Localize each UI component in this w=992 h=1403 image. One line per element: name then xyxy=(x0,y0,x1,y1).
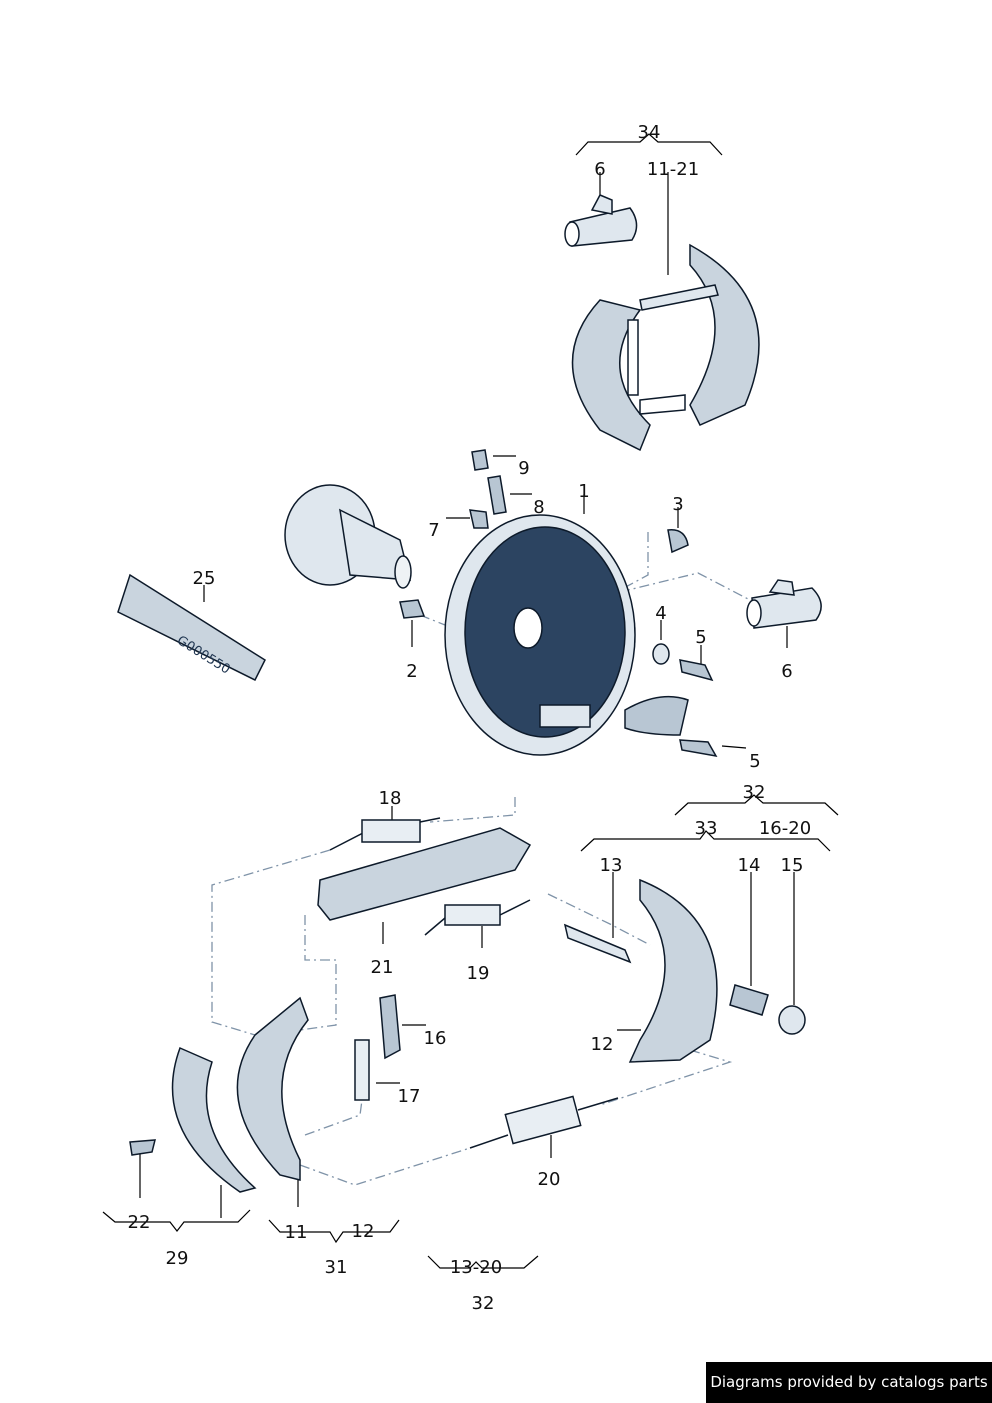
callout-7: 7 xyxy=(428,520,440,541)
bracket-lines xyxy=(102,133,839,1269)
callout-5: 5 xyxy=(695,627,707,648)
callout-2: 2 xyxy=(406,661,418,682)
callout-16: 16 xyxy=(423,1028,447,1049)
callout-17: 17 xyxy=(397,1086,421,1107)
callout-13: 13 xyxy=(599,855,623,876)
callout-4: 4 xyxy=(655,603,667,624)
callout-11-21: 11-21 xyxy=(646,159,700,180)
callout-32: 32 xyxy=(742,782,766,803)
callout-6b: 6 xyxy=(781,661,793,682)
callout-3: 3 xyxy=(672,494,684,515)
callout-22: 22 xyxy=(127,1212,151,1233)
parts xyxy=(117,194,822,1193)
callout-11: 11 xyxy=(284,1222,308,1243)
callout-33: 33 xyxy=(694,818,718,839)
callout-12b: 12 xyxy=(351,1221,375,1242)
callout-6: 6 xyxy=(594,159,606,180)
callout-19: 19 xyxy=(466,963,490,984)
callout-14: 14 xyxy=(737,855,761,876)
callout-32b: 32 xyxy=(471,1293,495,1314)
callout-8: 8 xyxy=(533,497,545,518)
callout-15: 15 xyxy=(780,855,804,876)
callout-25: 25 xyxy=(192,568,216,589)
callout-18: 18 xyxy=(378,788,402,809)
callout-31: 31 xyxy=(324,1257,348,1278)
callout-20: 20 xyxy=(537,1169,561,1190)
callout-5b: 5 xyxy=(749,751,761,772)
callout-13-20: 13-20 xyxy=(449,1257,503,1278)
assembly-dashed-lines xyxy=(211,532,751,1186)
callout-12: 12 xyxy=(590,1034,614,1055)
callout-29: 29 xyxy=(165,1248,189,1269)
callout-9: 9 xyxy=(518,458,530,479)
credit-banner: Diagrams provided by catalogs parts xyxy=(706,1362,992,1403)
callout-21: 21 xyxy=(370,957,394,978)
callout-16-20: 16-20 xyxy=(758,818,812,839)
callout-1: 1 xyxy=(578,481,590,502)
callout-34: 34 xyxy=(637,122,661,143)
